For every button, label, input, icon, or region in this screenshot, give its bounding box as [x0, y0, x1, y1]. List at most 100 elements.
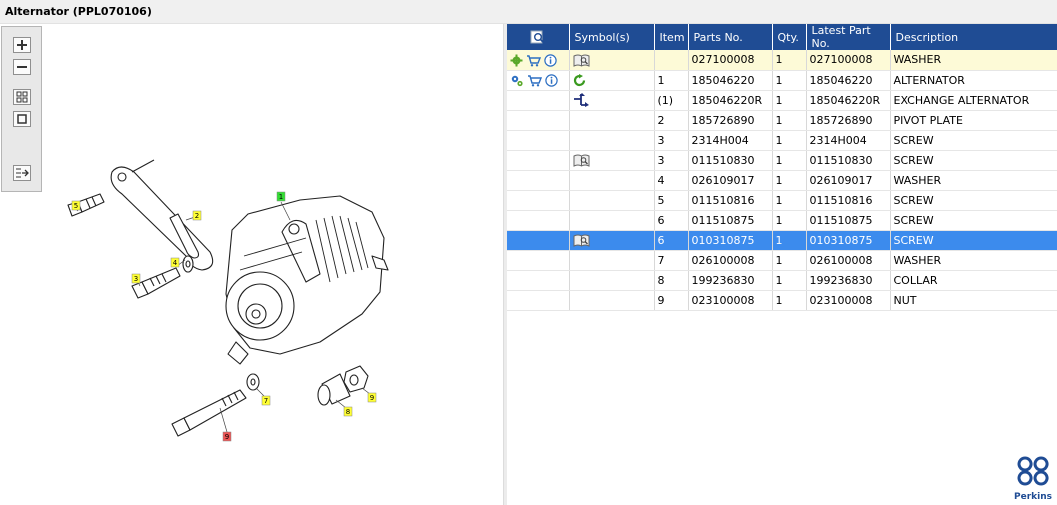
- column-header-qty[interactable]: Qty.: [772, 24, 807, 50]
- row-qty-cell: 1: [772, 90, 807, 111]
- svg-text:8: 8: [346, 408, 350, 416]
- column-header-item[interactable]: Item: [654, 24, 689, 50]
- callout-8[interactable]: 8: [343, 406, 353, 417]
- callout-9-bolt[interactable]: 9: [222, 431, 232, 442]
- fit-all-button[interactable]: [13, 89, 31, 105]
- row-latest-part-no-cell: 023100008: [806, 290, 891, 311]
- row-item-cell: 9: [654, 290, 689, 311]
- window-title: Alternator (PPL070106): [5, 5, 152, 18]
- column-header-parts-no[interactable]: Parts No.: [688, 24, 773, 50]
- zoom-out-button[interactable]: [13, 59, 31, 75]
- row-symbol-cell: [569, 290, 655, 311]
- book-icon[interactable]: [573, 53, 590, 67]
- row-actions-cell: [507, 190, 570, 211]
- table-header-row: Symbol(s) Item Parts No. Qty. Latest Par…: [507, 24, 1057, 50]
- cart-icon[interactable]: [526, 53, 541, 66]
- column-header-symbols[interactable]: Symbol(s): [569, 24, 655, 50]
- fit-window-button[interactable]: [13, 111, 31, 127]
- gears-icon[interactable]: [510, 73, 524, 86]
- row-part-no-cell: 026109017: [688, 170, 773, 191]
- callout-5[interactable]: 5: [71, 200, 81, 211]
- row-item-cell: 6: [654, 230, 689, 251]
- exchange-icon[interactable]: [573, 93, 590, 107]
- row-symbol-cell: [569, 270, 655, 291]
- square-icon: [17, 114, 27, 124]
- row-part-no-cell: 010310875: [688, 230, 773, 251]
- column-header-latest-part-no[interactable]: Latest Part No.: [806, 24, 891, 50]
- svg-text:2: 2: [195, 212, 199, 220]
- row-actions-cell: [507, 70, 570, 91]
- callout-2[interactable]: 2: [192, 210, 202, 221]
- row-description-cell: WASHER: [890, 170, 1057, 191]
- gear-icon[interactable]: [510, 53, 523, 66]
- row-item-cell: [654, 50, 689, 71]
- drawing-pane[interactable]: 5 2 1 3 4 7 8 9 9: [0, 24, 503, 505]
- row-latest-part-no-cell: 011510830: [806, 150, 891, 171]
- perkins-logo: Perkins: [1013, 454, 1053, 502]
- row-qty-cell: 1: [772, 210, 807, 231]
- zoom-in-button[interactable]: [13, 37, 31, 53]
- callout-4[interactable]: 4: [170, 257, 180, 268]
- row-item-cell: 7: [654, 250, 689, 271]
- row-part-no-cell: 023100008: [688, 290, 773, 311]
- row-actions-cell: [507, 210, 570, 231]
- row-actions-cell: [507, 90, 570, 111]
- row-qty-cell: 1: [772, 230, 807, 251]
- info-icon[interactable]: [545, 73, 558, 87]
- svg-text:9: 9: [225, 433, 229, 441]
- svg-text:3: 3: [134, 275, 138, 283]
- book-icon[interactable]: [573, 233, 590, 247]
- row-part-no-cell: 026100008: [688, 250, 773, 271]
- perkins-brand-name: Perkins: [1014, 492, 1052, 502]
- refresh-icon[interactable]: [573, 73, 587, 86]
- row-part-no-cell: 185046220: [688, 70, 773, 91]
- pane-splitter[interactable]: [503, 24, 507, 505]
- row-qty-cell: 1: [772, 70, 807, 91]
- search-list-icon: [530, 30, 545, 44]
- callout-7[interactable]: 7: [261, 395, 271, 406]
- row-item-cell: 3: [654, 130, 689, 151]
- row-qty-cell: 1: [772, 50, 807, 71]
- row-qty-cell: 1: [772, 150, 807, 171]
- export-button[interactable]: [13, 165, 31, 181]
- row-symbol-cell: [569, 250, 655, 271]
- row-description-cell: SCREW: [890, 210, 1057, 231]
- row-symbol-cell: [569, 130, 655, 151]
- row-item-cell: (1): [654, 90, 689, 111]
- row-latest-part-no-cell: 011510875: [806, 210, 891, 231]
- callout-3[interactable]: 3: [131, 273, 141, 284]
- row-description-cell: ALTERNATOR: [890, 70, 1057, 91]
- callout-1[interactable]: 1: [276, 191, 286, 202]
- row-actions-cell: [507, 50, 570, 71]
- info-icon[interactable]: [544, 53, 557, 67]
- book-icon[interactable]: [573, 153, 590, 167]
- row-latest-part-no-cell: 010310875: [806, 230, 891, 251]
- row-item-cell: 2: [654, 110, 689, 131]
- column-header-actions[interactable]: [507, 24, 570, 50]
- callout-9-nut[interactable]: 9: [367, 392, 377, 403]
- row-description-cell: SCREW: [890, 230, 1057, 251]
- column-header-description[interactable]: Description: [890, 24, 1057, 50]
- row-part-no-cell: 027100008: [688, 50, 773, 71]
- svg-text:5: 5: [74, 202, 78, 210]
- row-symbol-cell: [569, 170, 655, 191]
- cart-icon[interactable]: [527, 73, 542, 87]
- row-description-cell: WASHER: [890, 250, 1057, 271]
- exploded-view-drawing[interactable]: 5 2 1 3 4 7 8 9 9: [0, 24, 503, 505]
- row-description-cell: WASHER: [890, 50, 1057, 71]
- row-symbol-cell: [569, 150, 655, 171]
- svg-text:7: 7: [264, 397, 268, 405]
